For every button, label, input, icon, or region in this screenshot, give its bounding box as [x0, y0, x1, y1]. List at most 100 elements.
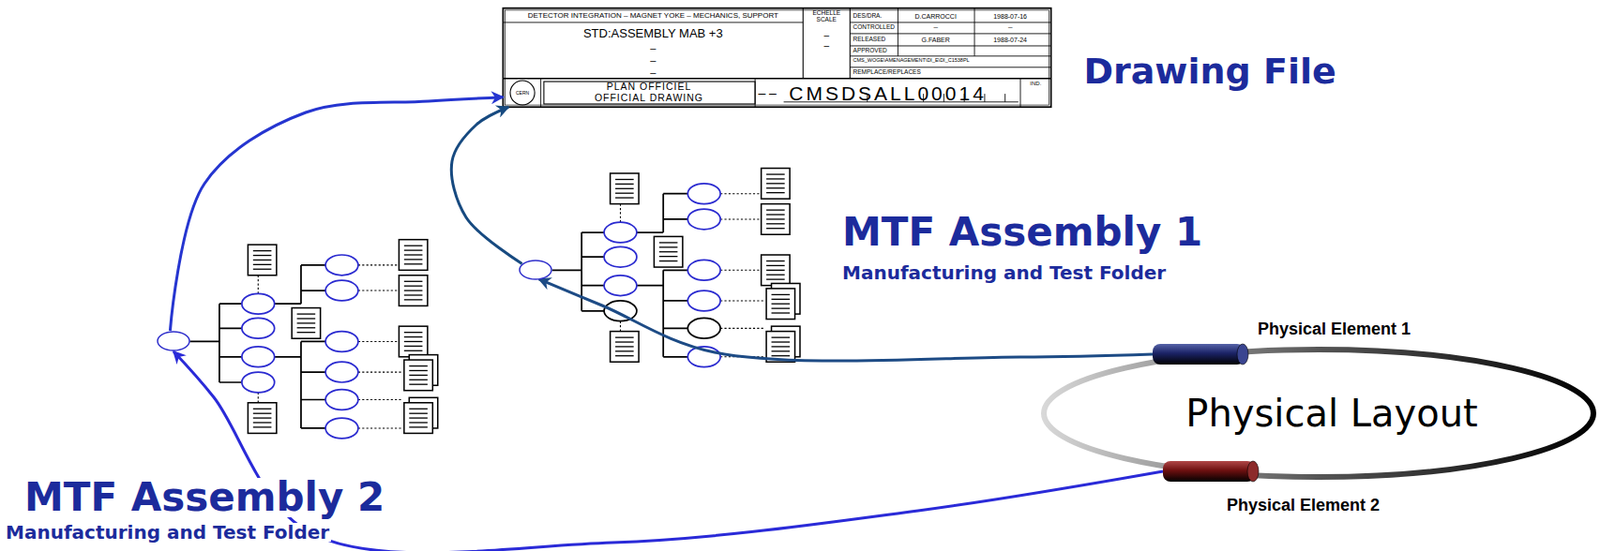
line-shape: [297, 317, 317, 319]
connector-arrow: [539, 279, 1153, 362]
ellipse-shape: [687, 290, 721, 312]
line-shape: [297, 327, 317, 329]
ellipse-shape: [1043, 349, 1594, 478]
title-block-cell: –: [649, 55, 656, 66]
line-shape: [404, 299, 423, 301]
line-shape: [766, 182, 785, 184]
line-shape: [849, 32, 1051, 34]
title-block: Drawing FileDETECTOR INTEGRATION – MAGNE…: [502, 8, 1051, 108]
line-shape: [615, 196, 634, 198]
title-block-cell: –: [823, 41, 830, 51]
line-shape: [408, 379, 428, 381]
line-shape: [404, 286, 423, 287]
line-shape: [766, 270, 785, 272]
title-block-cell: –: [933, 23, 937, 31]
folder-root-node: MTF Assembly 1Manufacturing and Test Fol…: [518, 259, 553, 281]
line-shape: [297, 313, 317, 315]
element-label: Physical Element 1: [1257, 320, 1411, 338]
connector-arrow: [173, 351, 1163, 551]
ellipse-shape: [157, 332, 190, 351]
line-shape: [404, 336, 423, 338]
title-block-cell: STD:ASSEMBLY MAB +3: [583, 26, 724, 39]
line-shape: [771, 350, 791, 352]
line-shape: [253, 264, 272, 266]
line-shape: [615, 183, 634, 185]
ellipse-shape: [687, 317, 721, 339]
line-shape: [766, 265, 785, 267]
title-block-cell: IND.: [1029, 80, 1042, 87]
title-block-cell: 1988-07-24: [993, 36, 1027, 44]
line-shape: [404, 249, 423, 251]
line-shape: [502, 21, 803, 23]
line-shape: [766, 218, 785, 220]
circle-shape: [510, 80, 535, 106]
title-block-cell: CERN: [515, 90, 529, 96]
ellipse-shape: [241, 372, 275, 393]
line-shape: [253, 250, 272, 252]
line-shape: [615, 350, 634, 352]
line-shape: [754, 78, 756, 107]
line-shape: [897, 8, 899, 57]
assembly-title: MTF Assembly 2: [22, 478, 387, 518]
rect-shape: [291, 308, 320, 340]
line-shape: [253, 413, 272, 415]
path-shape: [620, 194, 764, 358]
line-shape: [408, 426, 428, 428]
ellipse-shape: [241, 347, 275, 368]
rect-shape: [505, 10, 1050, 106]
line-shape: [849, 66, 1051, 68]
line-shape: [408, 384, 428, 386]
folder-trees: [189, 168, 800, 439]
line-shape: [615, 193, 634, 195]
line-shape: [253, 426, 272, 428]
line-shape: [849, 45, 1051, 46]
title-block-cell: –: [823, 30, 830, 41]
line-shape: [615, 341, 634, 343]
line-shape: [253, 422, 272, 423]
line-shape: [659, 241, 679, 243]
ellipse-shape: [519, 260, 552, 280]
line-shape: [502, 77, 1051, 79]
title-block-cell: CONTROLLED: [853, 24, 895, 31]
line-shape: [404, 350, 423, 352]
rect-shape: [502, 8, 1051, 108]
line-shape: [766, 274, 785, 276]
element-label: Physical Element 2: [1226, 497, 1380, 514]
title-block-cell: –: [649, 43, 656, 54]
line-shape: [659, 246, 679, 248]
line-shape: [1020, 78, 1022, 107]
title-block-cell: REMPLACE/REPLACES: [853, 69, 921, 76]
line-shape: [408, 365, 428, 367]
line-shape: [659, 251, 679, 253]
ellipse-shape: [325, 390, 359, 411]
line-shape: [771, 307, 791, 309]
title-block-cell: – –: [757, 86, 776, 100]
line-shape: [253, 408, 272, 410]
rect-shape: [398, 326, 427, 358]
line-shape: [766, 178, 785, 180]
line-shape: [766, 223, 785, 225]
line-shape: [253, 259, 272, 261]
line-shape: [404, 289, 423, 291]
title-block-cell: CMS_WOGE\AMENAGEMENT\DI_E\DI_C1538PL: [853, 59, 970, 65]
line-shape: [615, 336, 634, 338]
line-shape: [802, 8, 804, 79]
line-shape: [297, 332, 317, 333]
line-shape: [404, 281, 423, 283]
line-shape: [408, 417, 428, 419]
title-block-grid: [502, 8, 1051, 108]
rect-shape: [761, 255, 790, 287]
folder-root-node-outline: [156, 331, 191, 352]
rect-shape: [766, 288, 795, 320]
line-shape: [404, 258, 423, 260]
g-shape: [552, 168, 800, 368]
layout-label: Physical Layout: [1185, 394, 1478, 433]
line-shape: [974, 8, 976, 57]
line-shape: [404, 263, 423, 265]
line-shape: [771, 299, 791, 301]
title-block-cell: 1988-07-16: [993, 13, 1027, 20]
ellipse-shape: [241, 317, 275, 339]
line-shape: [404, 332, 423, 333]
line-shape: [771, 346, 791, 348]
ellipse-shape: [603, 222, 637, 243]
